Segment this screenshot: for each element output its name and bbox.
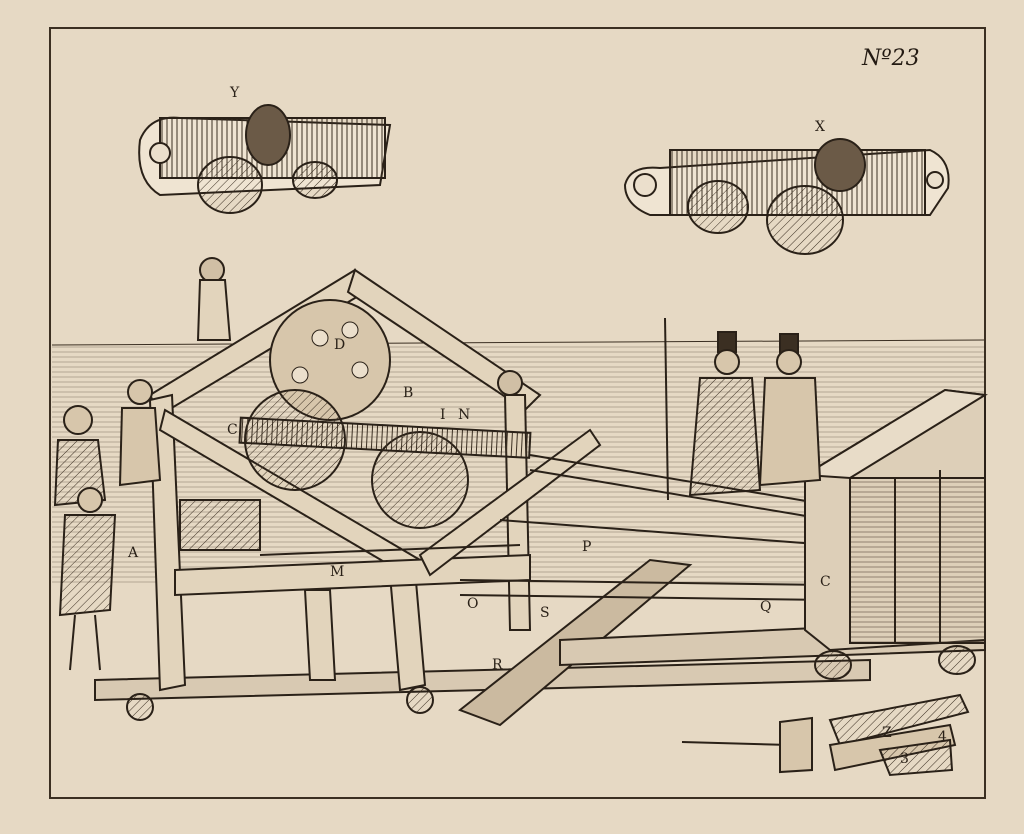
label-m: M xyxy=(330,564,345,580)
label-n: N xyxy=(458,407,471,423)
pulley-block-x xyxy=(623,138,950,255)
label-p: P xyxy=(582,539,592,555)
label-4: 4 xyxy=(938,729,947,745)
label-q: Q xyxy=(760,599,772,615)
label-s: S xyxy=(540,605,550,621)
ropes xyxy=(259,454,831,601)
gear-wheel xyxy=(179,299,532,551)
label-c-lower: C xyxy=(820,574,831,590)
label-3: 3 xyxy=(900,751,909,767)
label-d: D xyxy=(334,337,346,353)
pulley-block-y xyxy=(138,104,392,214)
label-z: Z xyxy=(882,725,892,741)
label-i: I xyxy=(440,407,446,423)
label-b: B xyxy=(403,385,414,401)
mallet-and-wedges xyxy=(681,693,970,777)
label-c-upper: C xyxy=(227,422,238,438)
label-a: A xyxy=(128,545,139,561)
label-y: Y xyxy=(230,85,240,101)
plate-number: Nº23 xyxy=(862,46,920,71)
timber-crate xyxy=(801,388,988,652)
workers-left xyxy=(53,379,162,671)
label-r: R xyxy=(492,657,503,673)
label-o: O xyxy=(467,596,479,612)
label-x: X xyxy=(815,119,825,135)
onlookers-right xyxy=(664,317,822,501)
